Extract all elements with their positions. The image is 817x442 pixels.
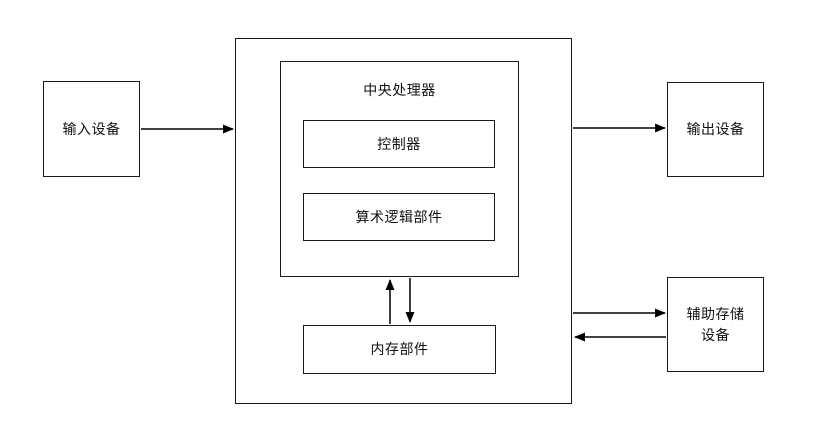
node-aux-storage: 辅助存储 设备 <box>667 277 764 372</box>
alu-label: 算术逻辑部件 <box>355 208 443 225</box>
cpu-label: 中央处理器 <box>363 82 436 98</box>
controller-label: 控制器 <box>377 135 421 152</box>
input-device-label: 输入设备 <box>62 120 121 137</box>
memory-label: 内存部件 <box>370 341 429 357</box>
output-device-label: 输出设备 <box>686 121 745 137</box>
node-alu: 算术逻辑部件 <box>303 193 495 241</box>
node-controller: 控制器 <box>303 120 495 168</box>
node-input-device: 输入设备 <box>43 81 140 177</box>
aux-storage-label: 辅助存储 设备 <box>686 305 745 343</box>
node-output-device: 输出设备 <box>667 82 764 177</box>
node-cpu: 中央处理器 <box>280 61 519 277</box>
node-memory: 内存部件 <box>303 325 496 374</box>
